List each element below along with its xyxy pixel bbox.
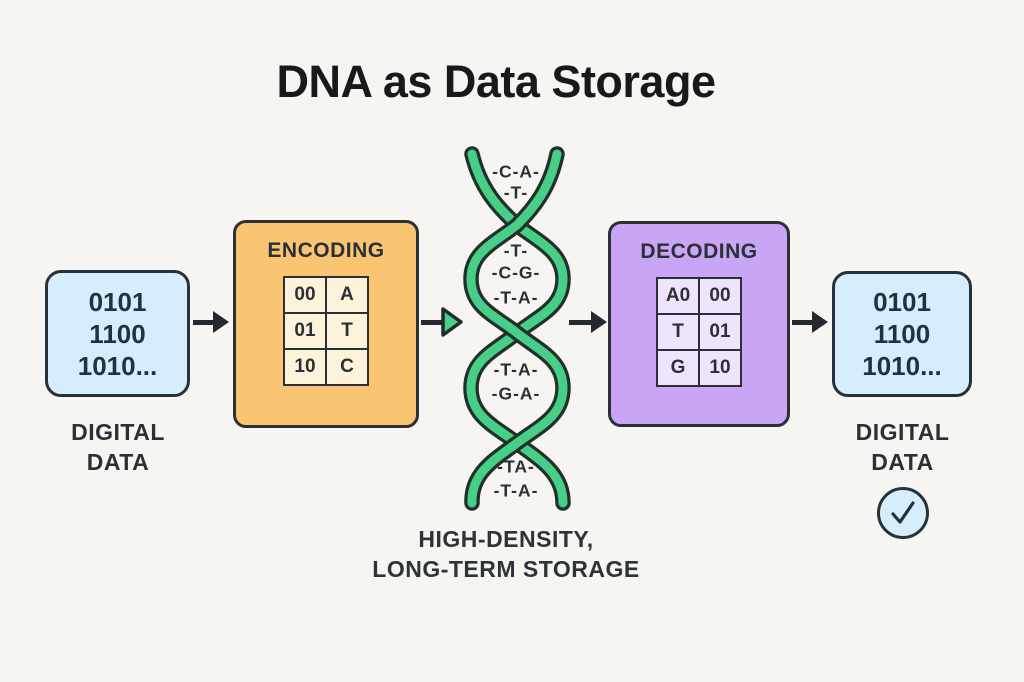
- page-title: DNA as Data Storage: [276, 56, 716, 107]
- arrow-right-icon: [569, 320, 593, 325]
- base-pair-label: -T-: [503, 182, 529, 203]
- table-cell: G: [656, 349, 700, 387]
- arrow-right-icon: [591, 311, 607, 333]
- digital-data-input-box: 0101 1100 1010...: [45, 270, 190, 397]
- base-pair-label: -C-G-: [491, 262, 541, 283]
- check-circle: [877, 487, 929, 539]
- arrow-right-icon: [213, 311, 229, 333]
- binary-line: 1100: [89, 318, 146, 349]
- table-cell: A: [325, 276, 369, 314]
- table-cell: T: [656, 313, 700, 351]
- base-pair-label: -G-A-: [491, 383, 541, 404]
- binary-line: 1010...: [77, 350, 158, 381]
- digital-data-input-label: DIGITAL DATA: [71, 419, 165, 475]
- table-cell: 10: [283, 348, 327, 386]
- table-cell: 01: [283, 312, 327, 350]
- decoding-panel: DECODING A0 00 T 01 G 10: [608, 221, 790, 427]
- binary-line: 0101: [88, 286, 147, 317]
- encoding-title: ENCODING: [267, 239, 385, 262]
- arrow-right-icon: [441, 307, 463, 337]
- check-icon: [891, 501, 915, 524]
- arrow-right-icon: [193, 320, 215, 325]
- dna-helix-icon: [463, 146, 571, 511]
- base-pair-label: -T-A-: [493, 287, 539, 308]
- binary-line: 1100: [873, 319, 931, 349]
- base-pair-label: -T-: [503, 240, 529, 261]
- encoding-panel: ENCODING 00 A 01 T 10 C: [233, 220, 419, 428]
- arrow-right-icon: [792, 320, 814, 325]
- decoding-title: DECODING: [640, 240, 758, 263]
- table-cell: A0: [656, 277, 700, 315]
- binary-line: 1010...: [862, 351, 942, 381]
- table-cell: C: [325, 348, 369, 386]
- table-cell: 10: [698, 349, 742, 387]
- table-cell: 01: [698, 313, 742, 351]
- table-cell: 00: [283, 276, 327, 314]
- digital-data-output-box: 0101 1100 1010...: [832, 271, 972, 397]
- base-pair-label: -T-A-: [493, 480, 539, 501]
- binary-line: 0101: [873, 287, 931, 317]
- digital-data-output-label: DIGITAL DATA: [855, 419, 950, 475]
- decoding-table: A0 00 T 01 G 10: [656, 277, 742, 387]
- arrow-right-icon: [421, 320, 444, 325]
- encoding-table: 00 A 01 T 10 C: [283, 276, 369, 386]
- base-pair-label: -C-A-: [492, 161, 540, 182]
- base-pair-label: -T-A-: [493, 359, 539, 380]
- base-pair-label: -TA-: [497, 456, 535, 477]
- arrow-right-icon: [812, 311, 828, 333]
- table-cell: T: [325, 312, 369, 350]
- table-cell: 00: [698, 277, 742, 315]
- storage-caption: HIGH-DENSITY, LONG-TERM STORAGE: [372, 526, 640, 582]
